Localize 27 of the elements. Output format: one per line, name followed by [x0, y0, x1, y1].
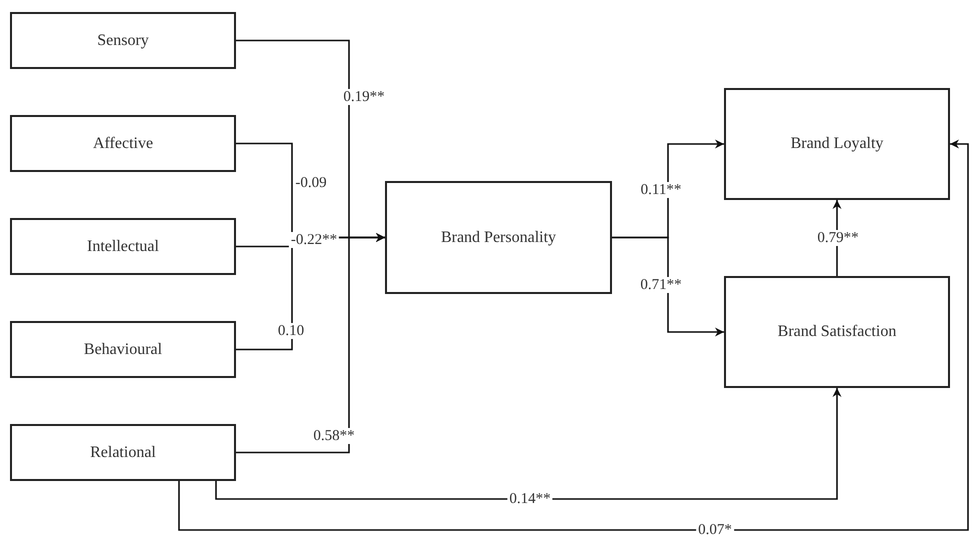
path-coefficient: -0.22**: [288, 232, 340, 248]
construct-box: [10, 321, 236, 378]
path-coefficient: 0.10: [276, 323, 306, 339]
construct-label: Relational: [90, 444, 156, 462]
construct-box: [10, 424, 236, 481]
path-coefficient: 0.58**: [311, 428, 357, 444]
arrow: [612, 236, 724, 336]
construct-label: Brand Personality: [440, 228, 556, 246]
construct-box: [724, 276, 950, 388]
construct-box: [10, 218, 236, 275]
path-coefficient: 0.19**: [341, 89, 387, 105]
arrow: [215, 388, 842, 500]
construct-box: [385, 181, 612, 294]
construct-label: Intellectual: [87, 238, 159, 256]
path-coefficient: 0.11**: [638, 182, 684, 198]
construct-label: Brand Satisfaction: [778, 323, 896, 341]
path-coefficient: 0.79**: [815, 230, 861, 246]
construct-label: Behavioural: [84, 340, 162, 358]
construct-label: Affective: [92, 134, 154, 152]
construct-box: [724, 88, 950, 200]
construct-label: Brand Loyalty: [790, 135, 884, 153]
arrow: [236, 233, 385, 454]
construct-box: [10, 115, 236, 172]
construct-label: Sensory: [97, 32, 149, 50]
path-coefficient: 0.71**: [638, 277, 684, 293]
arrow: [178, 140, 969, 531]
construct-box: [10, 12, 236, 69]
